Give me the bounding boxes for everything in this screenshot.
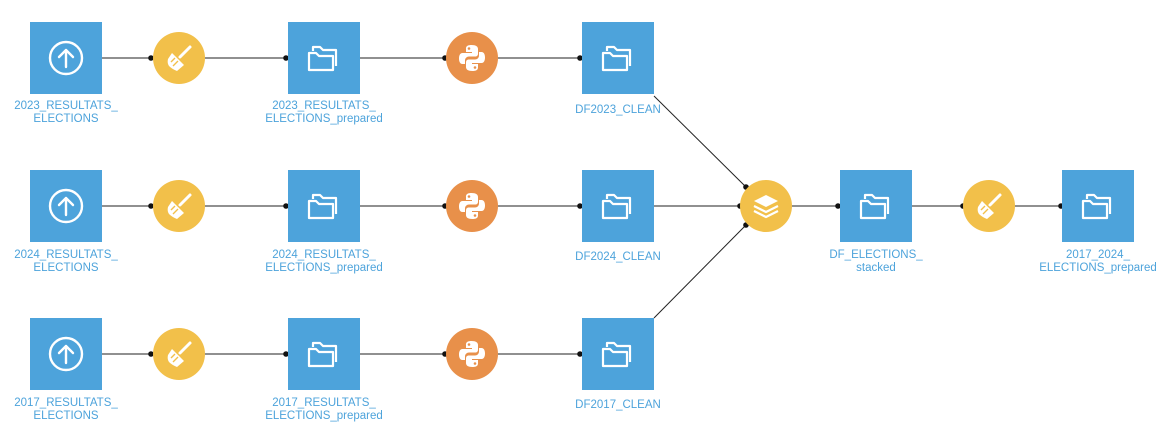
prepare-recipe-2024[interactable] [153, 180, 205, 232]
prepare-recipe-2023[interactable] [153, 32, 205, 84]
folder-icon [601, 341, 632, 368]
python-recipe-2023[interactable] [446, 32, 498, 84]
dataset-clean-2017[interactable] [582, 318, 654, 390]
dataset-prepared-2023[interactable] [288, 22, 360, 94]
dataset-label: 2017_RESULTATS_ELECTIONS [14, 397, 118, 422]
prepare-recipe-2017[interactable] [153, 328, 205, 380]
dataset-label: 2023_RESULTATS_ELECTIONS_prepared [265, 100, 383, 125]
dataset-prepared-2017[interactable] [288, 318, 360, 390]
broom-icon [977, 193, 1002, 219]
folder-icon [859, 193, 890, 220]
stack-icon [753, 195, 779, 219]
dataset-prepared-2024[interactable] [288, 170, 360, 242]
broom-icon [167, 341, 192, 367]
folder-icon [307, 45, 338, 72]
broom-icon [167, 193, 192, 219]
dataset-label: DF2024_CLEAN [575, 251, 661, 263]
prepare-recipe-final[interactable] [963, 180, 1015, 232]
python-icon [459, 341, 485, 367]
dataset-label: 2024_RESULTATS_ELECTIONS_prepared [265, 249, 383, 274]
folder-icon [601, 45, 632, 72]
dataset-clean-2024[interactable] [582, 170, 654, 242]
dataset-label: 2017_RESULTATS_ELECTIONS_prepared [265, 397, 383, 422]
dataset-label: 2017_2024_ELECTIONS_prepared [1039, 249, 1157, 274]
upload-icon [48, 40, 84, 76]
upload-icon [48, 188, 84, 224]
dataset-label: DF_ELECTIONS_stacked [829, 249, 923, 274]
dataset-upload-2017[interactable] [30, 318, 102, 390]
dataset-label: 2024_RESULTATS_ELECTIONS [14, 249, 118, 274]
dataset-upload-2023[interactable] [30, 22, 102, 94]
dataset-upload-2024[interactable] [30, 170, 102, 242]
dataset-label: DF2023_CLEAN [575, 104, 661, 116]
dataset-label: DF2017_CLEAN [575, 399, 661, 411]
dataset-label: 2023_RESULTATS_ELECTIONS [14, 100, 118, 125]
folder-icon [601, 193, 632, 220]
dataset-clean-2023[interactable] [582, 22, 654, 94]
python-icon [459, 45, 485, 71]
folder-icon [307, 193, 338, 220]
stack-recipe[interactable] [740, 180, 792, 232]
dataset-final[interactable] [1062, 170, 1134, 242]
python-recipe-2024[interactable] [446, 180, 498, 232]
upload-icon [48, 336, 84, 372]
broom-icon [167, 45, 192, 71]
python-icon [459, 193, 485, 219]
python-recipe-2017[interactable] [446, 328, 498, 380]
dataset-stacked[interactable] [840, 170, 912, 242]
folder-icon [1081, 193, 1112, 220]
folder-icon [307, 341, 338, 368]
